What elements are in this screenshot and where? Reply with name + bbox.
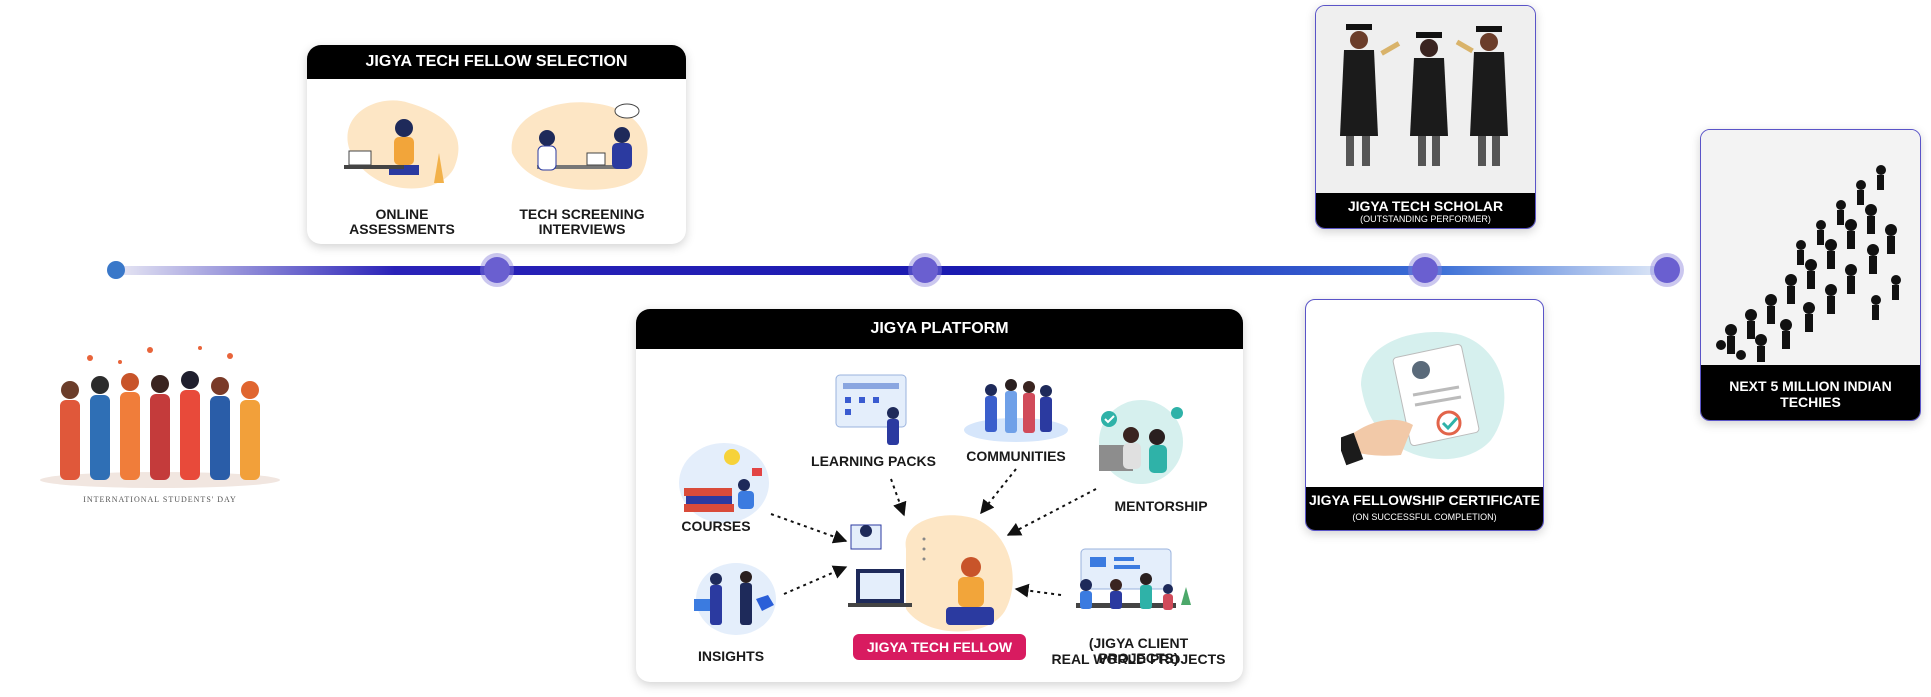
communities-label: COMMUNITIES (966, 448, 1066, 464)
learning-packs-icon (835, 374, 907, 445)
techies-title-line2: TECHIES (1780, 394, 1841, 410)
techies-image-area (1701, 130, 1920, 365)
tech-screening-interviews-label: TECH SCREENING INTERVIEWS (519, 206, 645, 237)
platform-arrows (770, 468, 1097, 598)
online-assessment-icon (344, 100, 459, 189)
timeline-dot-scholar (1412, 257, 1438, 283)
scholar-card: JIGYA TECH SCHOLAR (OUTSTANDING PERFORME… (1315, 5, 1536, 229)
tech-fellow-badge: JIGYA TECH FELLOW (853, 634, 1026, 660)
platform-title: JIGYA PLATFORM (636, 309, 1243, 349)
interview-icon (511, 102, 648, 190)
certificate-subtitle: (ON SUCCESSFUL COMPLETION) (1352, 512, 1497, 522)
students-illustration: INTERNATIONAL STUDENTS' DAY (30, 340, 290, 510)
learning-packs-label: LEARNING PACKS (811, 453, 936, 469)
students-caption: INTERNATIONAL STUDENTS' DAY (83, 495, 237, 504)
graduates-icon (1340, 24, 1508, 166)
selection-title: JIGYA TECH FELLOW SELECTION (307, 45, 686, 79)
techies-card: NEXT 5 MILLION INDIAN TECHIES (1700, 129, 1921, 421)
scholar-title: JIGYA TECH SCHOLAR (1347, 198, 1504, 214)
insights-icon (694, 563, 776, 635)
selection-card: JIGYA TECH FELLOW SELECTION ONLINE ASSES… (307, 45, 686, 244)
students-image (40, 346, 280, 488)
tech-fellow-illustration (848, 515, 1013, 632)
timeline-dot-techies (1654, 257, 1680, 283)
platform-card: JIGYA PLATFORM LEARNING PACKS (636, 309, 1243, 682)
mentorship-label: MENTORSHIP (1114, 498, 1208, 514)
certificate-title: JIGYA FELLOWSHIP CERTIFICATE (1308, 492, 1541, 508)
online-assessments-label: ONLINE ASSESSMENTS (349, 206, 455, 237)
client-projects-label: (JIGYA CLIENT PROJECTS) (1088, 635, 1189, 666)
mentorship-icon (1099, 400, 1183, 484)
techies-title-bar: NEXT 5 MILLION INDIAN TECHIES (1701, 365, 1920, 420)
timeline-dot-platform (912, 257, 938, 283)
courses-icon (679, 443, 769, 523)
certificate-title-bar: JIGYA FELLOWSHIP CERTIFICATE (ON SUCCESS… (1306, 487, 1543, 530)
real-world-projects-label: REAL WORLD PROJECTS (1051, 651, 1226, 667)
courses-label: COURSES (681, 518, 751, 534)
insights-label: INSIGHTS (697, 648, 765, 664)
scholar-subtitle: (OUTSTANDING PERFORMER) (1360, 214, 1491, 224)
client-projects-icon (1076, 548, 1191, 610)
certificate-card: JIGYA FELLOWSHIP CERTIFICATE (ON SUCCESS… (1305, 299, 1544, 531)
communities-icon (964, 379, 1068, 442)
timeline-start-dot (107, 261, 125, 279)
crowd-icon (1716, 165, 1901, 362)
scholar-image-area (1316, 6, 1535, 193)
techies-title-line1: NEXT 5 MILLION INDIAN (1729, 378, 1892, 394)
timeline-dot-selection (484, 257, 510, 283)
scholar-title-bar: JIGYA TECH SCHOLAR (OUTSTANDING PERFORME… (1316, 193, 1535, 228)
certificate-icon (1341, 332, 1505, 466)
